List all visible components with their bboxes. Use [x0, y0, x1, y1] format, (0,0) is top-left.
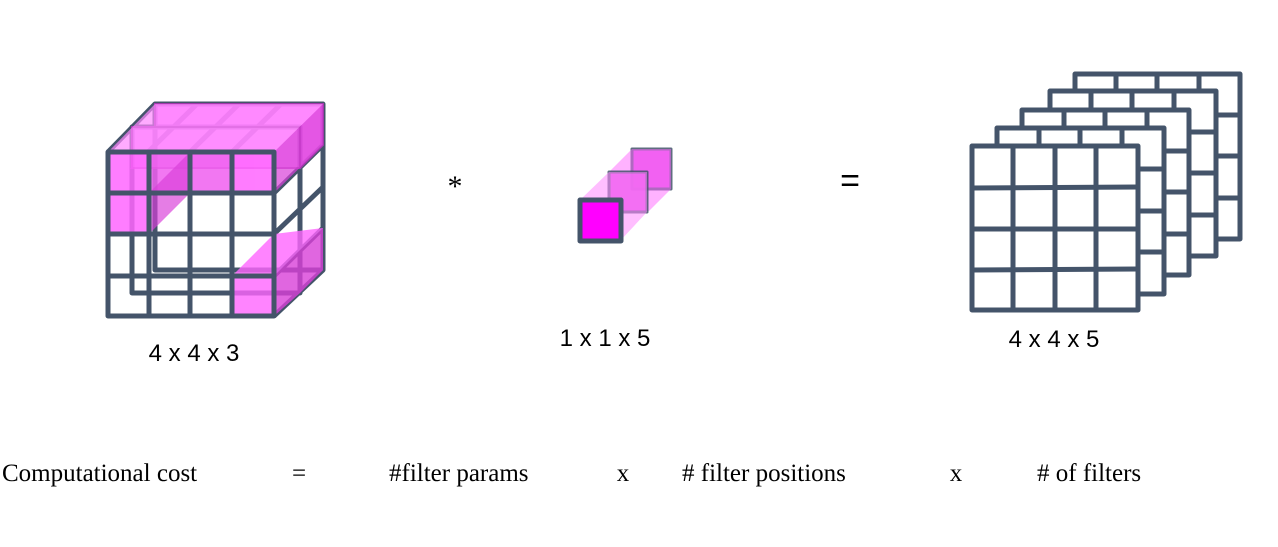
formula-term-filter-params: #filter params [389, 460, 529, 487]
output-dims-label: 4 x 4 x 5 [1009, 326, 1100, 353]
output-map-1 [969, 143, 1141, 313]
formula-times-2: x [950, 460, 963, 487]
convolution-operator: * [448, 170, 463, 203]
filter-front-cell [577, 197, 624, 244]
formula-times-1: x [617, 460, 630, 487]
input-front-grid [105, 149, 277, 319]
input-volume [105, 101, 326, 319]
equals-operator: = [840, 162, 860, 200]
formula-lhs: Computational cost [2, 460, 197, 487]
formula-equals: = [292, 460, 306, 487]
input-highlight-cells [108, 103, 324, 316]
input-dims-label: 4 x 4 x 3 [149, 340, 240, 367]
output-volume [969, 71, 1243, 313]
cost-formula: Computational cost = #filter params x # … [2, 460, 1141, 487]
filter-dims-label: 1 x 1 x 5 [560, 325, 651, 352]
formula-term-filter-positions: # filter positions [682, 460, 846, 487]
formula-term-num-filters: # of filters [1037, 460, 1141, 487]
filter-volume [577, 147, 673, 244]
